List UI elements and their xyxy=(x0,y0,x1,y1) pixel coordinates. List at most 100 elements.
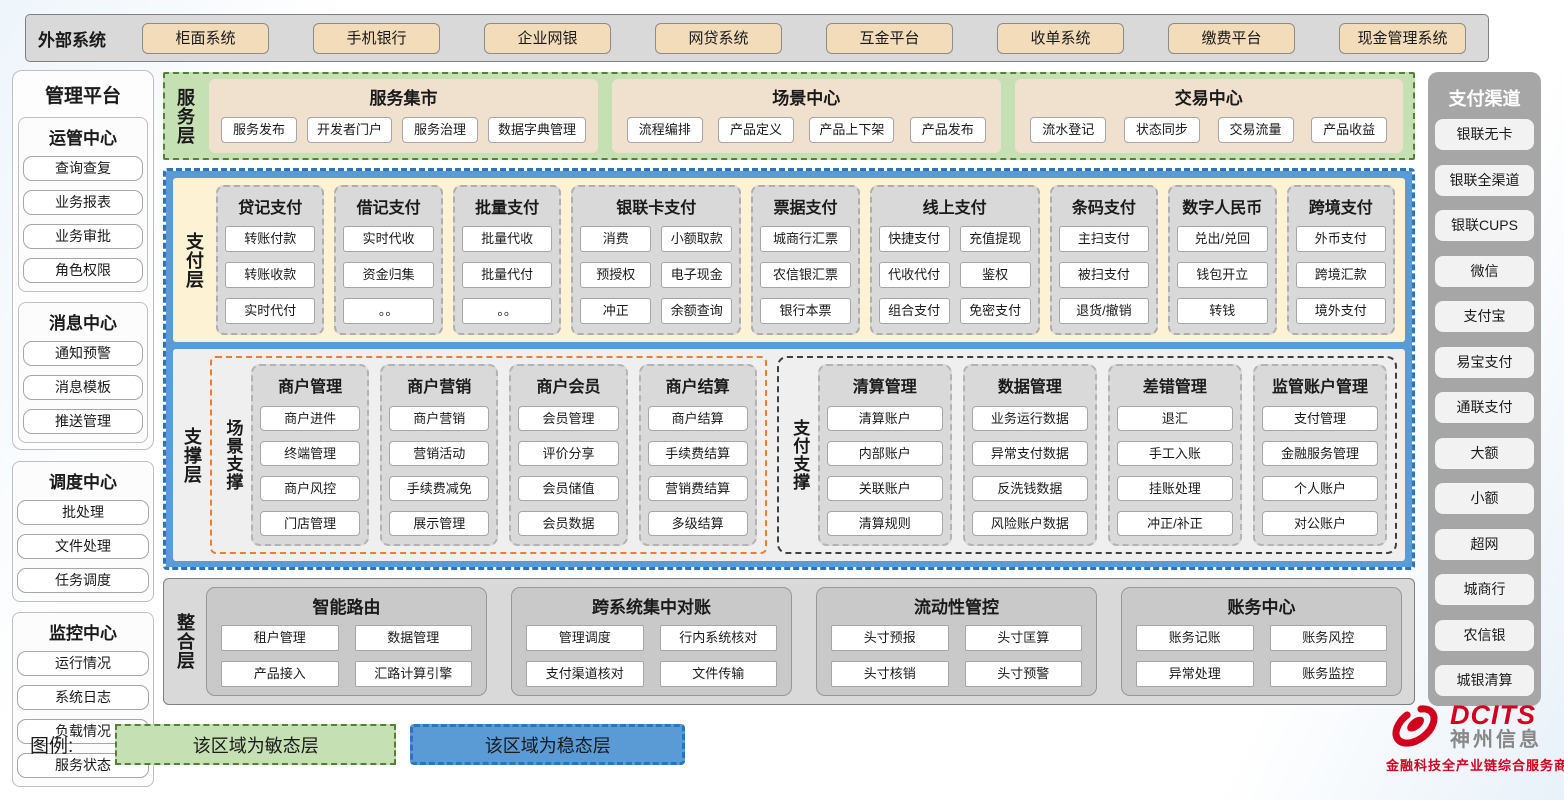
integration-function-button[interactable]: 文件传输 xyxy=(659,661,777,687)
payment-channel-button[interactable]: 城商行 xyxy=(1435,574,1534,605)
payment-channel-button[interactable]: 银联全渠道 xyxy=(1435,164,1534,196)
payment-channel-button[interactable]: 银联CUPS xyxy=(1435,210,1534,241)
support-function-button[interactable]: 会员储值 xyxy=(518,476,619,501)
payment-channel-button[interactable]: 小额 xyxy=(1435,483,1534,514)
integration-function-button[interactable]: 支付渠道核对 xyxy=(526,661,644,687)
support-function-button[interactable]: 金融服务管理 xyxy=(1261,441,1378,466)
integration-function-button[interactable]: 产品接入 xyxy=(221,661,339,687)
support-function-button[interactable]: 手工入账 xyxy=(1116,441,1233,466)
payment-function-button[interactable]: 城商行汇票 xyxy=(760,226,851,252)
service-function-button[interactable]: 状态同步 xyxy=(1123,117,1200,143)
payment-channel-button[interactable]: 超网 xyxy=(1435,528,1534,560)
service-function-button[interactable]: 交易流量 xyxy=(1217,117,1294,143)
integration-function-button[interactable]: 头寸预报 xyxy=(831,625,949,651)
integration-function-button[interactable]: 管理调度 xyxy=(526,625,644,651)
payment-function-button[interactable]: 农信银汇票 xyxy=(760,262,851,288)
payment-channel-button[interactable]: 支付宝 xyxy=(1435,301,1534,332)
payment-function-button[interactable]: 。。 xyxy=(461,298,553,324)
payment-function-button[interactable]: 境外支付 xyxy=(1295,298,1386,324)
support-function-button[interactable]: 终端管理 xyxy=(260,441,361,466)
payment-function-button[interactable]: 转钱 xyxy=(1177,298,1268,324)
integration-function-button[interactable]: 租户管理 xyxy=(221,625,339,651)
service-function-button[interactable]: 服务治理 xyxy=(402,117,479,143)
payment-function-button[interactable]: 小额取款 xyxy=(661,226,733,252)
support-function-button[interactable]: 内部账户 xyxy=(826,441,943,466)
payment-channel-button[interactable]: 微信 xyxy=(1435,255,1534,287)
management-item-button[interactable]: 查询查复 xyxy=(23,156,143,181)
support-function-button[interactable]: 手续费结算 xyxy=(647,441,748,466)
payment-function-button[interactable]: 组合支付 xyxy=(878,298,950,324)
support-function-button[interactable]: 商户营销 xyxy=(389,406,490,431)
payment-function-button[interactable]: 外币支付 xyxy=(1295,226,1386,252)
service-function-button[interactable]: 数据字典管理 xyxy=(488,117,587,143)
support-function-button[interactable]: 冲正/补正 xyxy=(1116,511,1233,536)
service-function-button[interactable]: 产品上下架 xyxy=(809,117,895,143)
integration-function-button[interactable]: 账务监控 xyxy=(1269,661,1387,687)
payment-function-button[interactable]: 批量代收 xyxy=(461,226,553,252)
payment-function-button[interactable]: 实时代付 xyxy=(225,298,316,324)
management-item-button[interactable]: 批处理 xyxy=(17,500,149,525)
management-item-button[interactable]: 运行情况 xyxy=(17,651,149,676)
payment-channel-button[interactable]: 农信银 xyxy=(1435,619,1534,651)
management-item-button[interactable]: 消息模板 xyxy=(23,375,143,400)
support-function-button[interactable]: 营销费结算 xyxy=(647,476,748,501)
management-item-button[interactable]: 服务状态 xyxy=(17,753,149,778)
support-function-button[interactable]: 门店管理 xyxy=(260,511,361,536)
payment-function-button[interactable]: 转账收款 xyxy=(225,262,316,288)
service-function-button[interactable]: 流程编排 xyxy=(626,117,703,143)
support-function-button[interactable]: 挂账处理 xyxy=(1116,476,1233,501)
management-item-button[interactable]: 任务调度 xyxy=(17,568,149,593)
integration-function-button[interactable]: 账务记账 xyxy=(1136,625,1254,651)
payment-function-button[interactable]: 免密支付 xyxy=(959,298,1031,324)
payment-function-button[interactable]: 钱包开立 xyxy=(1177,262,1268,288)
payment-channel-button[interactable]: 城银清算 xyxy=(1435,665,1534,696)
payment-function-button[interactable]: 被扫支付 xyxy=(1058,262,1150,288)
support-function-button[interactable]: 营销活动 xyxy=(389,441,490,466)
support-function-button[interactable]: 反洗钱数据 xyxy=(971,476,1088,501)
payment-function-button[interactable]: 转账付款 xyxy=(225,226,316,252)
support-function-button[interactable]: 多级结算 xyxy=(647,511,748,536)
support-function-button[interactable]: 商户进件 xyxy=(260,406,361,431)
integration-function-button[interactable]: 账务风控 xyxy=(1269,625,1387,651)
service-function-button[interactable]: 开发者门户 xyxy=(307,117,393,143)
external-system-button[interactable]: 收单系统 xyxy=(997,22,1124,54)
payment-function-button[interactable]: 资金归集 xyxy=(343,262,434,288)
service-function-button[interactable]: 产品收益 xyxy=(1311,117,1388,143)
support-function-button[interactable]: 商户结算 xyxy=(647,406,748,431)
service-function-button[interactable]: 产品定义 xyxy=(718,117,795,143)
payment-function-button[interactable]: 充值提现 xyxy=(959,226,1031,252)
payment-function-button[interactable]: 快捷支付 xyxy=(878,226,950,252)
integration-function-button[interactable]: 头寸预警 xyxy=(964,661,1082,687)
support-function-button[interactable]: 手续费减免 xyxy=(389,476,490,501)
payment-function-button[interactable]: 冲正 xyxy=(580,298,652,324)
payment-function-button[interactable]: 兑出/兑回 xyxy=(1177,226,1268,252)
integration-function-button[interactable]: 数据管理 xyxy=(354,625,472,651)
support-function-button[interactable]: 会员数据 xyxy=(518,511,619,536)
support-function-button[interactable]: 展示管理 xyxy=(389,511,490,536)
external-system-button[interactable]: 网贷系统 xyxy=(655,22,782,54)
management-item-button[interactable]: 系统日志 xyxy=(17,685,149,710)
payment-function-button[interactable]: 电子现金 xyxy=(661,262,733,288)
payment-function-button[interactable]: 余额查询 xyxy=(661,298,733,324)
management-item-button[interactable]: 业务审批 xyxy=(23,224,143,249)
support-function-button[interactable]: 支付管理 xyxy=(1261,406,1378,431)
payment-function-button[interactable]: 预授权 xyxy=(580,262,652,288)
payment-function-button[interactable]: 实时代收 xyxy=(343,226,434,252)
external-system-button[interactable]: 缴费平台 xyxy=(1168,22,1295,54)
support-function-button[interactable]: 个人账户 xyxy=(1261,476,1378,501)
external-system-button[interactable]: 互金平台 xyxy=(826,22,953,54)
support-function-button[interactable]: 业务运行数据 xyxy=(971,406,1088,431)
management-item-button[interactable]: 业务报表 xyxy=(23,190,143,215)
integration-function-button[interactable]: 头寸匡算 xyxy=(964,625,1082,651)
integration-function-button[interactable]: 行内系统核对 xyxy=(659,625,777,651)
support-function-button[interactable]: 退汇 xyxy=(1116,406,1233,431)
support-function-button[interactable]: 对公账户 xyxy=(1261,511,1378,536)
management-item-button[interactable]: 文件处理 xyxy=(17,534,149,559)
support-function-button[interactable]: 异常支付数据 xyxy=(971,441,1088,466)
support-function-button[interactable]: 风险账户数据 xyxy=(971,511,1088,536)
payment-channel-button[interactable]: 大额 xyxy=(1435,437,1534,469)
management-item-button[interactable]: 推送管理 xyxy=(23,409,143,434)
support-function-button[interactable]: 清算账户 xyxy=(826,406,943,431)
payment-function-button[interactable]: 批量代付 xyxy=(461,262,553,288)
support-function-button[interactable]: 商户风控 xyxy=(260,476,361,501)
